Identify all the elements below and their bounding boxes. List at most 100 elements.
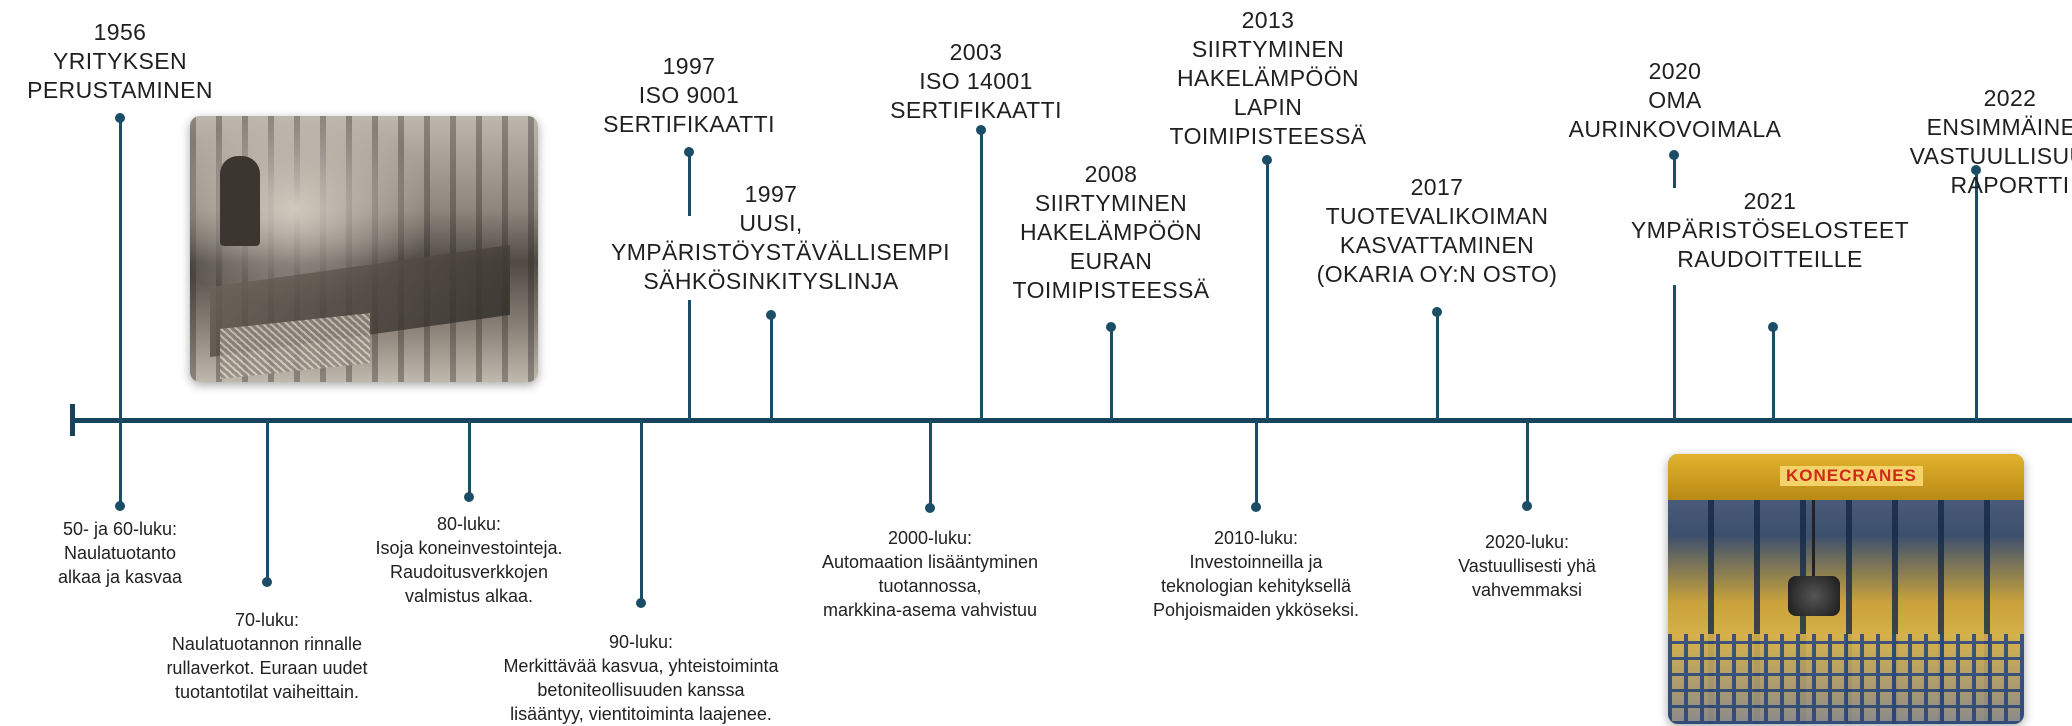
label-line: betoniteollisuuden kanssa — [537, 680, 745, 700]
era-stem — [640, 420, 643, 603]
label-line: vahvemmaksi — [1471, 580, 1583, 600]
era-dot — [636, 598, 646, 608]
era-label: 2010-luku: Investoinneilla ja teknologian … — [1076, 526, 1436, 622]
label-line: SIIRTYMINEN — [1191, 36, 1345, 62]
milestone-dot — [1432, 307, 1442, 317]
label-line: ENSIMMÄINEN — [1926, 114, 2072, 140]
era-label: 2000-luku: Automaation lisääntyminen tuota… — [750, 526, 1110, 622]
label-line: KASVATTAMINEN — [1339, 232, 1535, 258]
era-label: 50- ja 60-luku: Naulatuotanto alkaa ja kas… — [0, 517, 300, 589]
milestone-stem — [1266, 160, 1269, 420]
milestone-dot — [115, 113, 125, 123]
milestone-year: 2021 — [1743, 188, 1797, 214]
label-line: 80-luku: — [436, 514, 502, 534]
label-line: tuotannossa, — [878, 576, 982, 596]
label-line: OMA — [1648, 87, 1702, 113]
label-line: (OKARIA OY:N OSTO) — [1316, 261, 1558, 287]
label-line: Investoinneilla ja — [1189, 552, 1323, 572]
label-line: SIIRTYMINEN — [1034, 190, 1188, 216]
milestone-year: 2013 — [1241, 7, 1295, 33]
milestone-dot — [766, 310, 776, 320]
label-line: 2000-luku: — [887, 528, 973, 548]
label-line: Automaation lisääntyminen — [821, 552, 1039, 572]
label-line: 50- ja 60-luku: — [62, 519, 178, 539]
era-dot — [262, 577, 272, 587]
milestone-dot — [1106, 322, 1116, 332]
label-line: Pohjoismaiden ykköseksi. — [1152, 600, 1360, 620]
milestone-year: 1997 — [744, 181, 798, 207]
label-line: valmistus alkaa. — [404, 586, 534, 606]
label-line: 90-luku: — [608, 632, 674, 652]
label-line: ISO 9001 — [638, 82, 740, 108]
milestone-stem — [770, 315, 773, 420]
crane-brand-text: KONECRANES — [1780, 466, 1923, 486]
timeline-axis-start-cap — [70, 404, 75, 436]
label-line: HAKELÄMPÖÖN — [1176, 65, 1360, 91]
label-line: VASTUULLISUUS- — [1909, 143, 2072, 169]
milestone-year: 2017 — [1410, 174, 1464, 200]
era-label: 80-luku:Isoja koneinvestointeja.Raudoitu… — [289, 512, 649, 608]
label-line: Merkittävää kasvua, yhteistoiminta — [503, 656, 779, 676]
milestone-year: 2022 — [1983, 85, 2037, 111]
era-stem — [1526, 420, 1529, 506]
label-line: UUSI, — [739, 210, 803, 236]
modern-warehouse-photo: KONECRANES — [1668, 454, 2024, 724]
milestone-dot — [1262, 155, 1272, 165]
label-line: tuotantotilat vaiheittain. — [174, 682, 360, 702]
label-line: Naulatuotannon rinnalle — [171, 634, 363, 654]
label-line: TUOTEVALIKOIMAN — [1325, 203, 1549, 229]
label-line: 70-luku: — [234, 610, 300, 630]
milestone-dot — [976, 125, 986, 135]
label-line: Naulatuotanto — [63, 543, 177, 563]
milestone-stem — [1975, 170, 1978, 420]
label-line: RAUDOITTEILLE — [1677, 246, 1863, 272]
label-line: TOIMIPISTEESSÄ — [1169, 123, 1367, 149]
label-line: AURINKOVOIMALA — [1568, 116, 1782, 142]
label-line: 2010-luku: — [1213, 528, 1299, 548]
label-line: PERUSTAMINEN — [27, 77, 213, 103]
label-line: teknologian kehityksellä — [1160, 576, 1352, 596]
milestone-dot — [1669, 150, 1679, 160]
era-stem — [119, 420, 122, 506]
label-line: rullaverkot. Euraan uudet — [166, 658, 368, 678]
label-line: SERTIFIKAATTI — [603, 111, 775, 137]
milestone-year: 2003 — [949, 39, 1003, 65]
label-line: LAPIN — [1233, 94, 1303, 120]
label-line: YRITYKSEN — [53, 48, 187, 74]
era-dot — [464, 492, 474, 502]
milestone-stem — [1673, 285, 1676, 420]
milestone-dot — [1971, 165, 1981, 175]
milestone-year: 2008 — [1084, 161, 1138, 187]
label-line: alkaa ja kasvaa — [57, 567, 183, 587]
milestone-stem — [119, 118, 122, 420]
milestone-stem — [1436, 312, 1439, 420]
label-line: SÄHKÖSINKITYSLINJA — [643, 268, 899, 294]
era-label: 70-luku: Naulatuotannon rinnalle rullaverk… — [87, 608, 447, 704]
era-dot — [115, 501, 125, 511]
label-line: markkina-asema vahvistuu — [822, 600, 1038, 620]
era-stem — [1255, 420, 1258, 507]
label-line: SERTIFIKAATTI — [890, 97, 1062, 123]
label-line: Raudoitusverkkojen — [389, 562, 549, 582]
historic-factory-photo — [190, 116, 538, 382]
milestone-year: 1956 — [93, 19, 147, 45]
label-line: ISO 14001 — [919, 68, 1033, 94]
milestone-stem — [980, 130, 983, 420]
milestone-stem — [1772, 327, 1775, 420]
era-stem — [929, 420, 932, 508]
label-line: HAKELÄMPÖÖN — [1019, 219, 1203, 245]
label-line: Vastuullisesti yhä — [1458, 556, 1596, 576]
era-stem — [266, 420, 269, 582]
era-stem — [468, 420, 471, 497]
label-line: TOIMIPISTEESSÄ — [1012, 277, 1210, 303]
era-dot — [1251, 502, 1261, 512]
milestone-stem — [1673, 155, 1676, 188]
